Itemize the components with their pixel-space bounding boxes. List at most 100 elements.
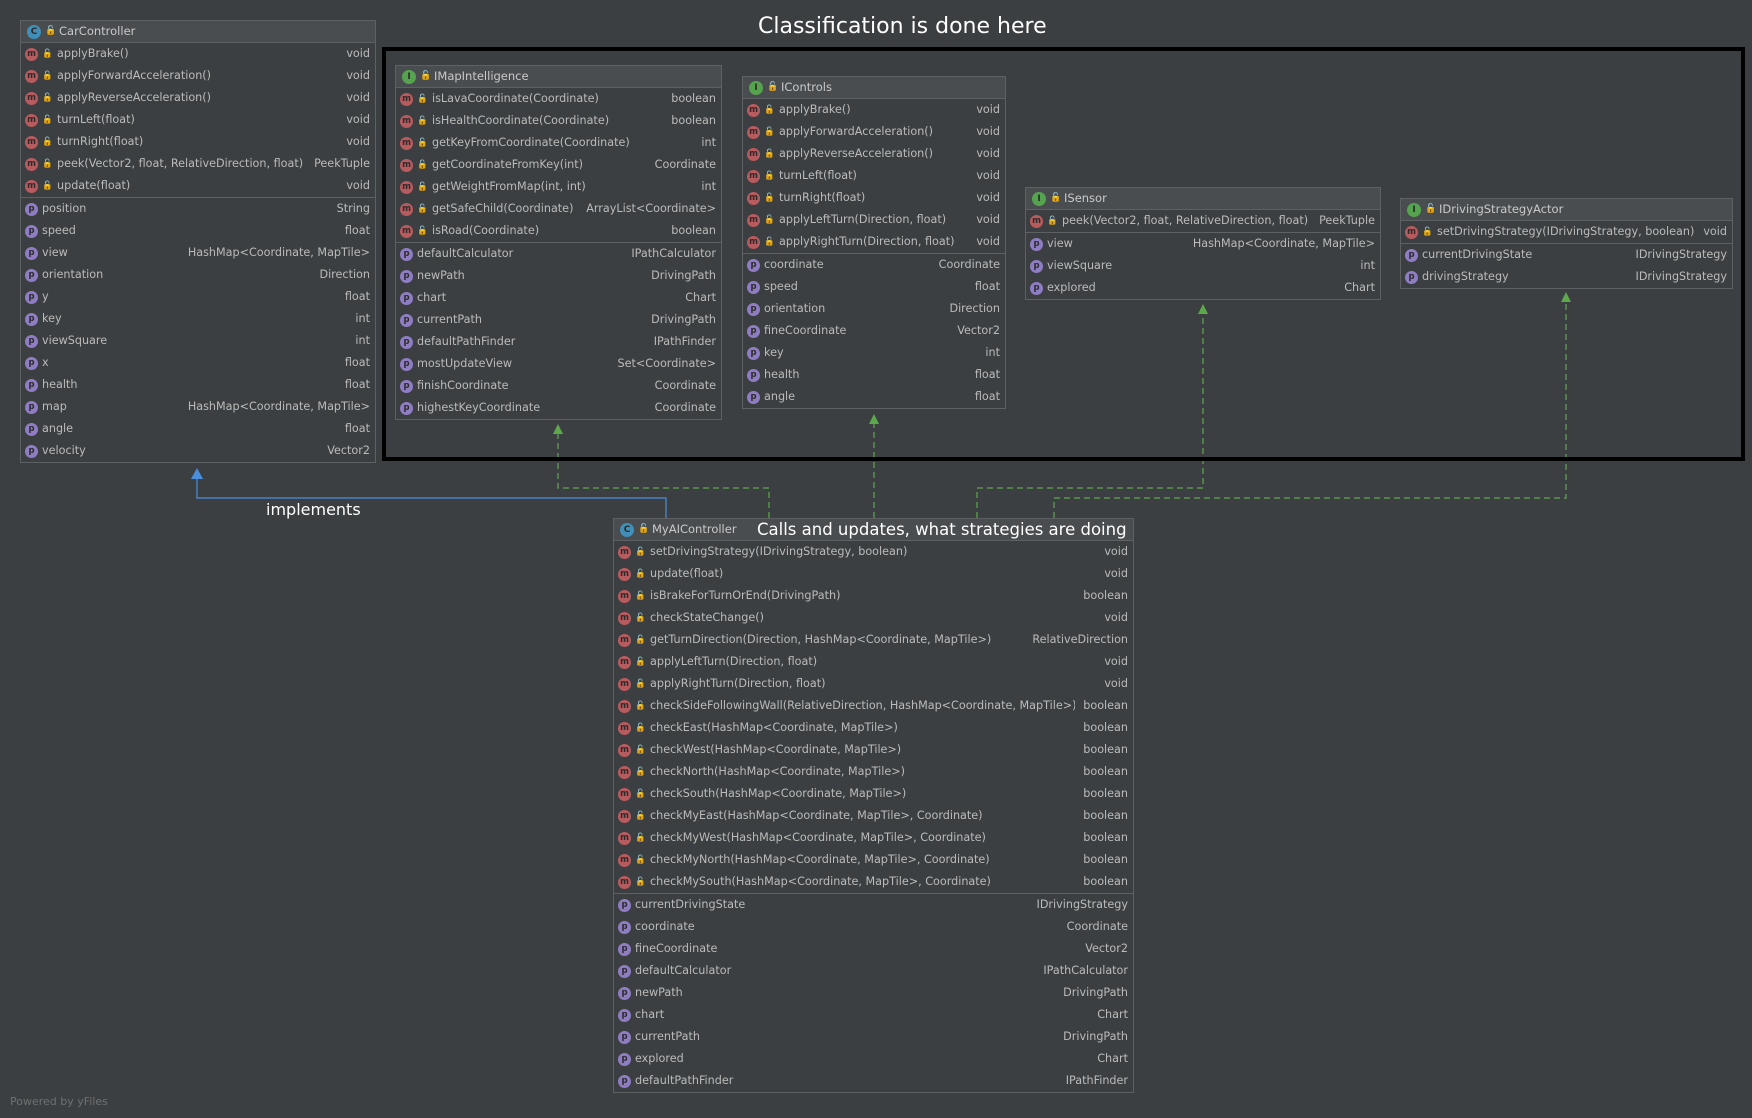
method-row[interactable]: m🔓checkSouth(HashMap<Coordinate, MapTile… xyxy=(614,783,1133,805)
method-row[interactable]: m🔓turnLeft(float)void xyxy=(21,109,375,131)
method-row[interactable]: m🔓peek(Vector2, float, RelativeDirection… xyxy=(1026,210,1380,232)
method-row[interactable]: m🔓checkStateChange()void xyxy=(614,607,1133,629)
member-name: getCoordinateFromKey(int) xyxy=(432,158,584,171)
lock-icon: 🔓 xyxy=(635,811,646,821)
method-row[interactable]: m🔓getTurnDirection(Direction, HashMap<Co… xyxy=(614,629,1133,651)
method-row[interactable]: m🔓getKeyFromCoordinate(Coordinate)int xyxy=(396,132,721,154)
method-row[interactable]: m🔓applyForwardAcceleration()void xyxy=(21,65,375,87)
method-row[interactable]: m🔓getCoordinateFromKey(int)Coordinate xyxy=(396,154,721,176)
method-icon: m xyxy=(400,136,413,150)
member-type: int xyxy=(355,312,370,325)
method-row[interactable]: m🔓applyForwardAcceleration()void xyxy=(743,121,1005,143)
method-row[interactable]: m🔓checkMySouth(HashMap<Coordinate, MapTi… xyxy=(614,871,1133,893)
method-row[interactable]: m🔓isHealthCoordinate(Coordinate)boolean xyxy=(396,110,721,132)
method-row[interactable]: m🔓applyRightTurn(Direction, float)void xyxy=(614,673,1133,695)
method-row[interactable]: m🔓isLavaCoordinate(Coordinate)boolean xyxy=(396,88,721,110)
method-row[interactable]: m🔓applyLeftTurn(Direction, float)void xyxy=(614,651,1133,673)
method-row[interactable]: m🔓turnLeft(float)void xyxy=(743,165,1005,187)
method-row[interactable]: m🔓checkSideFollowingWall(RelativeDirecti… xyxy=(614,695,1133,717)
method-row[interactable]: m🔓applyRightTurn(Direction, float)void xyxy=(743,231,1005,253)
method-row[interactable]: m🔓applyReverseAcceleration()void xyxy=(743,143,1005,165)
method-row[interactable]: m🔓checkMyEast(HashMap<Coordinate, MapTil… xyxy=(614,805,1133,827)
property-icon: p xyxy=(747,368,760,382)
method-row[interactable]: m🔓checkMyNorth(HashMap<Coordinate, MapTi… xyxy=(614,849,1133,871)
member-type: boolean xyxy=(1083,765,1128,778)
method-row[interactable]: m🔓getWeightFromMap(int, int)int xyxy=(396,176,721,198)
method-row[interactable]: m🔓checkMyWest(HashMap<Coordinate, MapTil… xyxy=(614,827,1133,849)
method-row[interactable]: m🔓checkEast(HashMap<Coordinate, MapTile>… xyxy=(614,717,1133,739)
method-row[interactable]: m🔓applyBrake()void xyxy=(743,99,1005,121)
member-name: fineCoordinate xyxy=(764,324,847,337)
method-row[interactable]: m🔓setDrivingStrategy(IDrivingStrategy, b… xyxy=(614,541,1133,563)
method-row[interactable]: m🔓setDrivingStrategy(IDrivingStrategy, b… xyxy=(1401,221,1732,243)
method-row[interactable]: m🔓turnRight(float)void xyxy=(743,187,1005,209)
method-row[interactable]: m🔓getSafeChild(Coordinate)ArrayList<Coor… xyxy=(396,198,721,220)
method-row[interactable]: m🔓turnRight(float)void xyxy=(21,131,375,153)
method-row[interactable]: m🔓update(float)void xyxy=(21,175,375,197)
method-icon: m xyxy=(618,589,631,603)
member-type: ArrayList<Coordinate> xyxy=(586,202,716,215)
method-row[interactable]: m🔓isRoad(Coordinate)boolean xyxy=(396,220,721,242)
method-row[interactable]: m🔓update(float)void xyxy=(614,563,1133,585)
property-icon: p xyxy=(25,290,38,304)
method-row[interactable]: m🔓applyLeftTurn(Direction, float)void xyxy=(743,209,1005,231)
method-row[interactable]: m🔓applyBrake()void xyxy=(21,43,375,65)
method-row[interactable]: m🔓isBrakeForTurnOrEnd(DrivingPath)boolea… xyxy=(614,585,1133,607)
method-row[interactable]: m🔓applyReverseAcceleration()void xyxy=(21,87,375,109)
property-icon: p xyxy=(400,247,413,261)
method-row[interactable]: m🔓checkWest(HashMap<Coordinate, MapTile>… xyxy=(614,739,1133,761)
method-icon: m xyxy=(400,114,413,128)
method-row[interactable]: m🔓peek(Vector2, float, RelativeDirection… xyxy=(21,153,375,175)
class-header: I🔓IMapIntelligence xyxy=(396,66,721,88)
lock-icon: 🔓 xyxy=(767,82,779,92)
method-row[interactable]: m🔓checkNorth(HashMap<Coordinate, MapTile… xyxy=(614,761,1133,783)
